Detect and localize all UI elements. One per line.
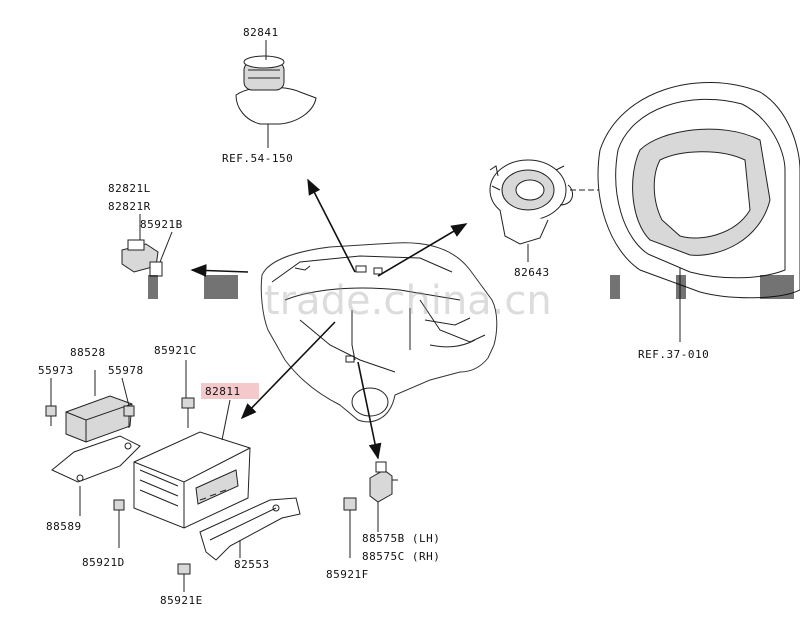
label-85921D[interactable]: 85921D	[82, 556, 125, 569]
label-ref-37-010[interactable]: REF.37-010	[638, 348, 709, 361]
label-88575C[interactable]: 88575C (RH)	[362, 550, 440, 563]
label-88575B[interactable]: 88575B (LH)	[362, 532, 440, 545]
part-82553-bracket	[199, 497, 301, 561]
part-82821	[121, 214, 173, 277]
bolt-85921D	[113, 499, 125, 548]
arrow-to-82841	[307, 178, 356, 273]
bolt-55978	[121, 377, 135, 428]
label-82821L[interactable]: 82821L	[108, 182, 151, 195]
steering-wheel	[597, 81, 800, 342]
label-88528[interactable]: 88528	[70, 346, 106, 359]
vehicle-outline	[260, 242, 498, 423]
watermark: trade.china.cn	[148, 275, 794, 324]
part-82643	[489, 159, 660, 262]
arrow-to-82643	[377, 223, 468, 277]
label-82553[interactable]: 82553	[234, 558, 270, 571]
bolt-85921E	[177, 563, 191, 592]
part-82811-ecu	[133, 399, 251, 529]
label-82841[interactable]: 82841	[243, 26, 279, 39]
label-85921E[interactable]: 85921E	[160, 594, 203, 607]
highlight-82811	[201, 383, 259, 399]
bolt-85921F	[343, 497, 357, 558]
label-82643[interactable]: 82643	[514, 266, 550, 279]
arrow-to-88575	[357, 361, 382, 460]
label-88589[interactable]: 88589	[46, 520, 82, 533]
label-ref-54-150[interactable]: REF.54-150	[222, 152, 293, 165]
watermark-text: trade.china.cn	[264, 278, 552, 324]
part-88575-sensor	[369, 461, 398, 532]
arrow-to-82811	[240, 321, 336, 420]
label-85921C[interactable]: 85921C	[154, 344, 197, 357]
part-82841	[235, 40, 317, 148]
label-85921B[interactable]: 85921B	[140, 218, 183, 231]
label-55978[interactable]: 55978	[108, 364, 144, 377]
arrow-to-82821	[190, 264, 249, 277]
label-85921F[interactable]: 85921F	[326, 568, 369, 581]
bolt-55973	[45, 378, 57, 426]
bolt-85921C	[181, 360, 195, 428]
label-82811[interactable]: 82811	[205, 385, 241, 398]
label-55973[interactable]: 55973	[38, 364, 74, 377]
label-82821R[interactable]: 82821R	[108, 200, 151, 213]
part-88528-sensor	[51, 370, 141, 483]
